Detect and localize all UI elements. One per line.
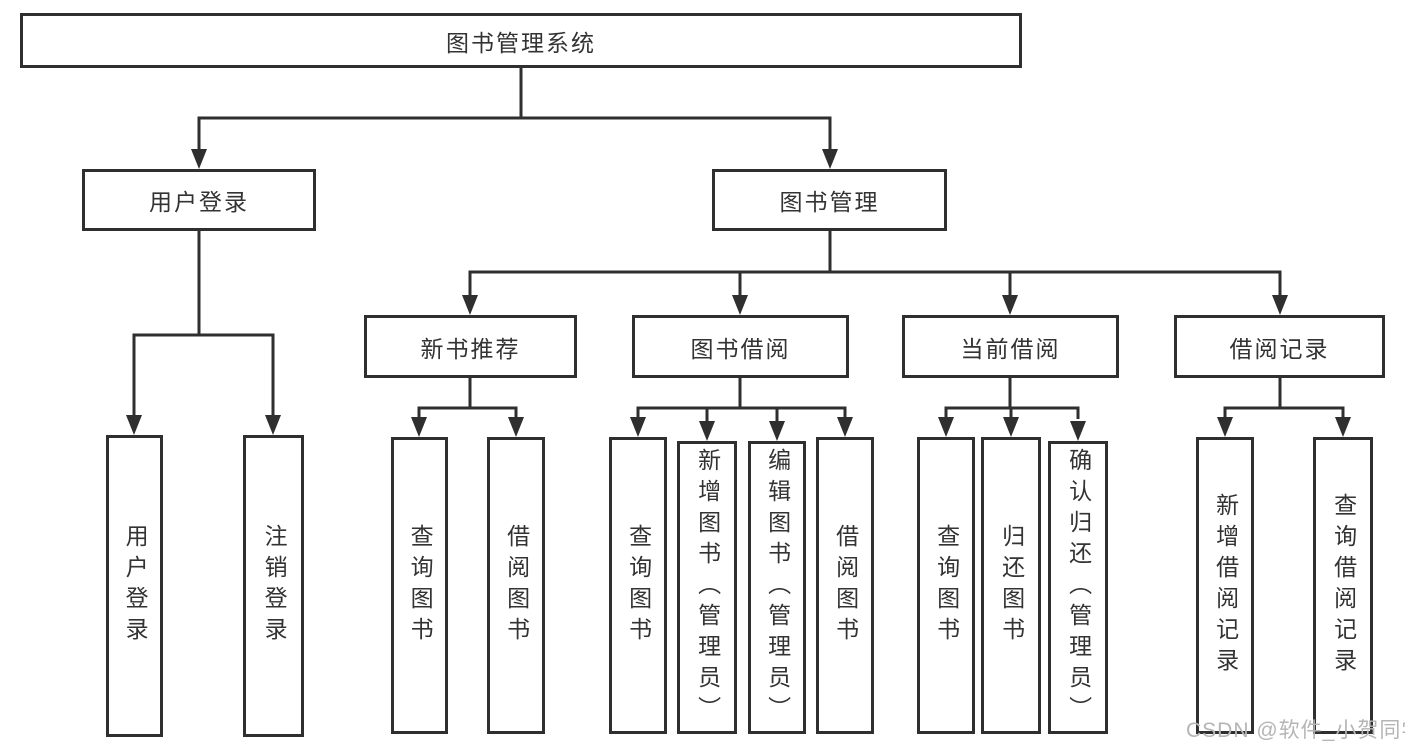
node-label: 借阅记录: [1229, 335, 1330, 362]
node-library-management-system: 图书管理系统: [20, 13, 1022, 68]
node-label: 新书推荐: [420, 335, 521, 362]
node-user-login: 用户登录: [82, 169, 316, 231]
node-label: 图书借阅: [690, 335, 791, 362]
node-book-borrowing: 图书借阅: [632, 315, 849, 378]
csdn-watermark: CSDN @软件_小贺同学: [1186, 719, 1405, 742]
leaf-label: 归还图书: [998, 523, 1025, 648]
leaf-edit-book-admin: 编辑图书（管理员）: [748, 441, 806, 734]
leaf-query-borrow-record: 查询借阅记录: [1313, 437, 1373, 734]
leaf-label: 借阅图书: [832, 523, 859, 648]
leaf-label: 查询图书: [933, 523, 960, 648]
leaf-label: 查询图书: [407, 523, 434, 648]
leaf-borrow-books-recommend: 借阅图书: [487, 437, 545, 734]
leaf-label: 确认归还（管理员）: [1065, 448, 1092, 727]
leaf-label: 用户登录: [122, 524, 149, 648]
node-label: 当前借阅: [960, 335, 1061, 362]
arrowheads: [126, 149, 1351, 441]
leaf-confirm-return-admin: 确认归还（管理员）: [1048, 441, 1108, 734]
leaf-label: 新增借阅记录: [1212, 492, 1239, 679]
leaf-add-borrow-record: 新增借阅记录: [1196, 437, 1254, 734]
leaf-label: 查询借阅记录: [1330, 492, 1357, 679]
leaf-logout: 注销登录: [243, 435, 304, 737]
node-borrow-records: 借阅记录: [1174, 315, 1385, 378]
leaf-query-books-borrowing: 查询图书: [609, 437, 667, 734]
node-label: 图书管理系统: [446, 29, 596, 56]
node-book-management: 图书管理: [712, 169, 947, 231]
leaf-borrow-books-borrowing: 借阅图书: [816, 437, 874, 734]
leaf-label: 注销登录: [261, 524, 288, 648]
leaf-label: 新增图书（管理员）: [694, 448, 721, 727]
leaf-query-books-current: 查询图书: [917, 437, 975, 734]
leaf-label: 借阅图书: [503, 523, 530, 648]
leaf-query-books-recommend: 查询图书: [391, 437, 448, 734]
leaf-add-book-admin: 新增图书（管理员）: [677, 441, 737, 734]
leaf-label: 查询图书: [625, 523, 652, 648]
leaf-return-book: 归还图书: [981, 437, 1041, 734]
node-label: 用户登录: [149, 189, 249, 215]
leaf-user-login: 用户登录: [106, 435, 163, 737]
leaf-label: 编辑图书（管理员）: [764, 448, 791, 727]
node-label: 图书管理: [779, 189, 880, 215]
node-new-book-recommend: 新书推荐: [364, 315, 577, 378]
node-current-borrowing: 当前借阅: [902, 315, 1119, 378]
